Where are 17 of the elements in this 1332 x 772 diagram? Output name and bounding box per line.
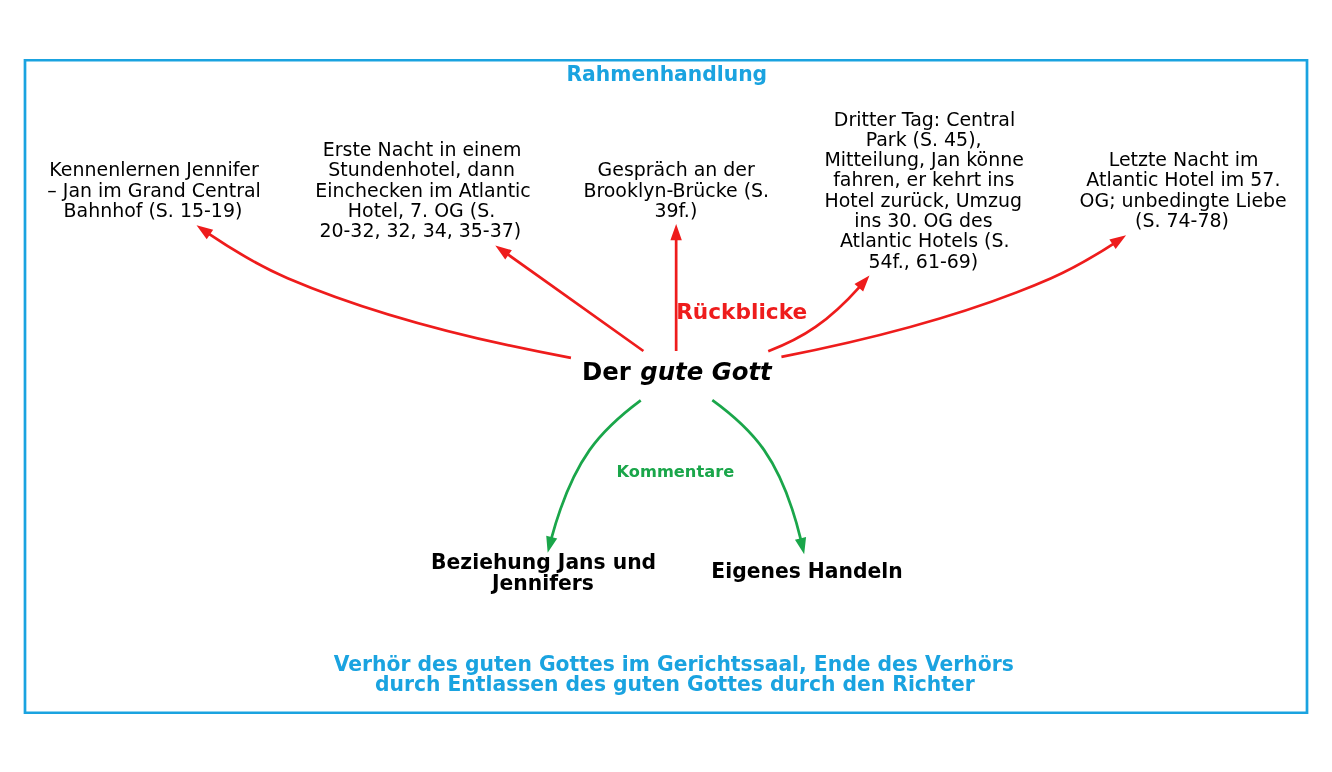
label: Kommentare [616, 461, 735, 481]
node-text: Gespräch an der Brooklyn-Brücke (S. 39f.) [583, 157, 770, 221]
node-text: Kennenlernen Jennifer – Jan im Grand Central Bahnhof (S. 15-19) [47, 157, 261, 221]
arrow [670, 223, 682, 351]
arrow [546, 398, 642, 553]
node-text: Der gute Gott [582, 356, 772, 386]
node-text: Dritter Tag: Central Park (S. 45), Mitteilung, Jan könne fahren, er kehrt ins Hotel zurück, Umzug ins 30. OG des Atlantic Hotels (S. 54f., 61-69) [824, 107, 1024, 272]
arrow [767, 274, 870, 353]
node-text: Letzte Nacht im Atlantic Hotel im 57. OG; unbedingte Liebe (S. 74-78) [1079, 147, 1287, 231]
arrow [495, 244, 645, 352]
node-text: Eigenes Handeln [711, 558, 903, 583]
arrow [711, 398, 807, 554]
edge-label: Rückblicke [676, 298, 808, 324]
node-text: Beziehung Jans und Jennifers [431, 549, 657, 595]
arrow [781, 234, 1127, 358]
node-text: Erste Nacht in einem Stundenhotel, dann Einchecken im Atlantic Hotel, 7. OG (S. 20-32, 32, 34, 35-37) [315, 137, 531, 241]
arrow [196, 224, 572, 359]
